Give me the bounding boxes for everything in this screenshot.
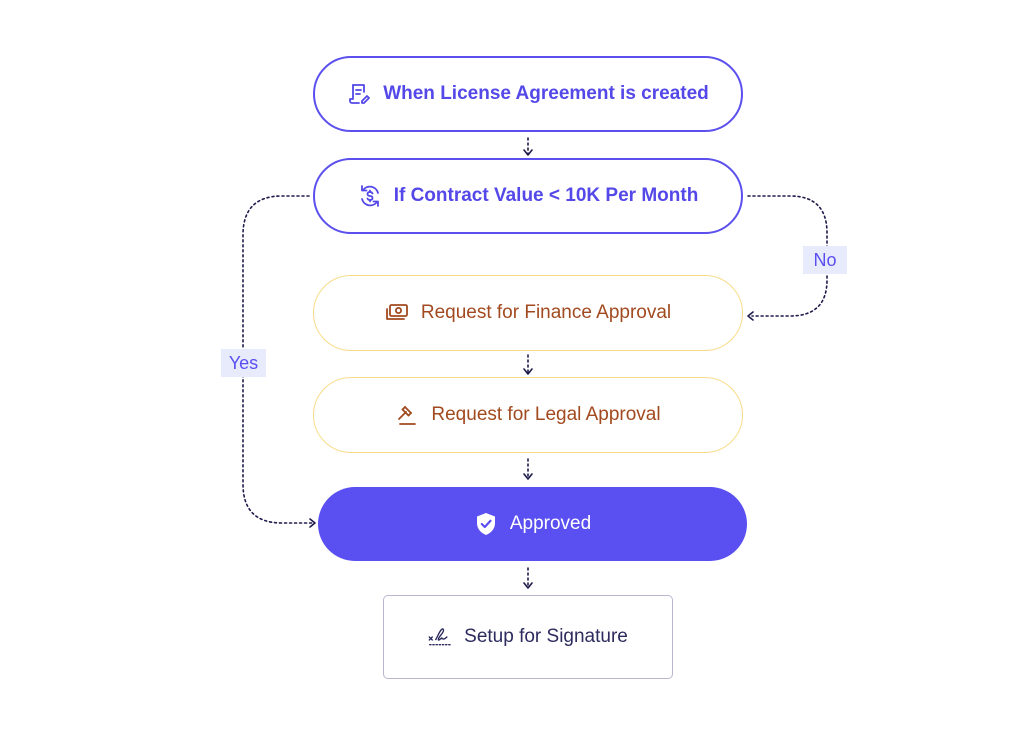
document-edit-icon [347, 82, 371, 106]
legal-approval-label: Request for Legal Approval [431, 404, 661, 425]
no-branch-label: No [803, 246, 847, 274]
arrowhead-legal [523, 368, 533, 375]
arrowhead-finance [747, 311, 754, 321]
condition-node[interactable]: If Contract Value < 10K Per Month [313, 158, 743, 234]
trigger-label: When License Agreement is created [383, 83, 709, 104]
legal-approval-node[interactable]: Request for Legal Approval [313, 377, 743, 453]
gavel-icon [395, 403, 419, 427]
currency-cycle-icon [358, 184, 382, 208]
approved-label: Approved [509, 513, 592, 534]
signature-node[interactable]: Setup for Signature [383, 595, 673, 679]
arrowhead-signature [523, 582, 533, 589]
arrowhead-approved-yes [309, 518, 316, 528]
arrowhead-approved [523, 473, 533, 480]
approved-node[interactable]: Approved [318, 487, 747, 561]
money-icon [385, 301, 409, 325]
finance-approval-label: Request for Finance Approval [420, 302, 672, 323]
condition-label: If Contract Value < 10K Per Month [393, 185, 699, 206]
arrowhead-condition [523, 149, 533, 156]
finance-approval-node[interactable]: Request for Finance Approval [313, 275, 743, 351]
signature-label: Setup for Signature [464, 626, 628, 647]
signature-icon [428, 625, 452, 649]
yes-branch-label: Yes [221, 349, 266, 377]
shield-check-icon [474, 512, 498, 536]
trigger-node[interactable]: When License Agreement is created [313, 56, 743, 132]
